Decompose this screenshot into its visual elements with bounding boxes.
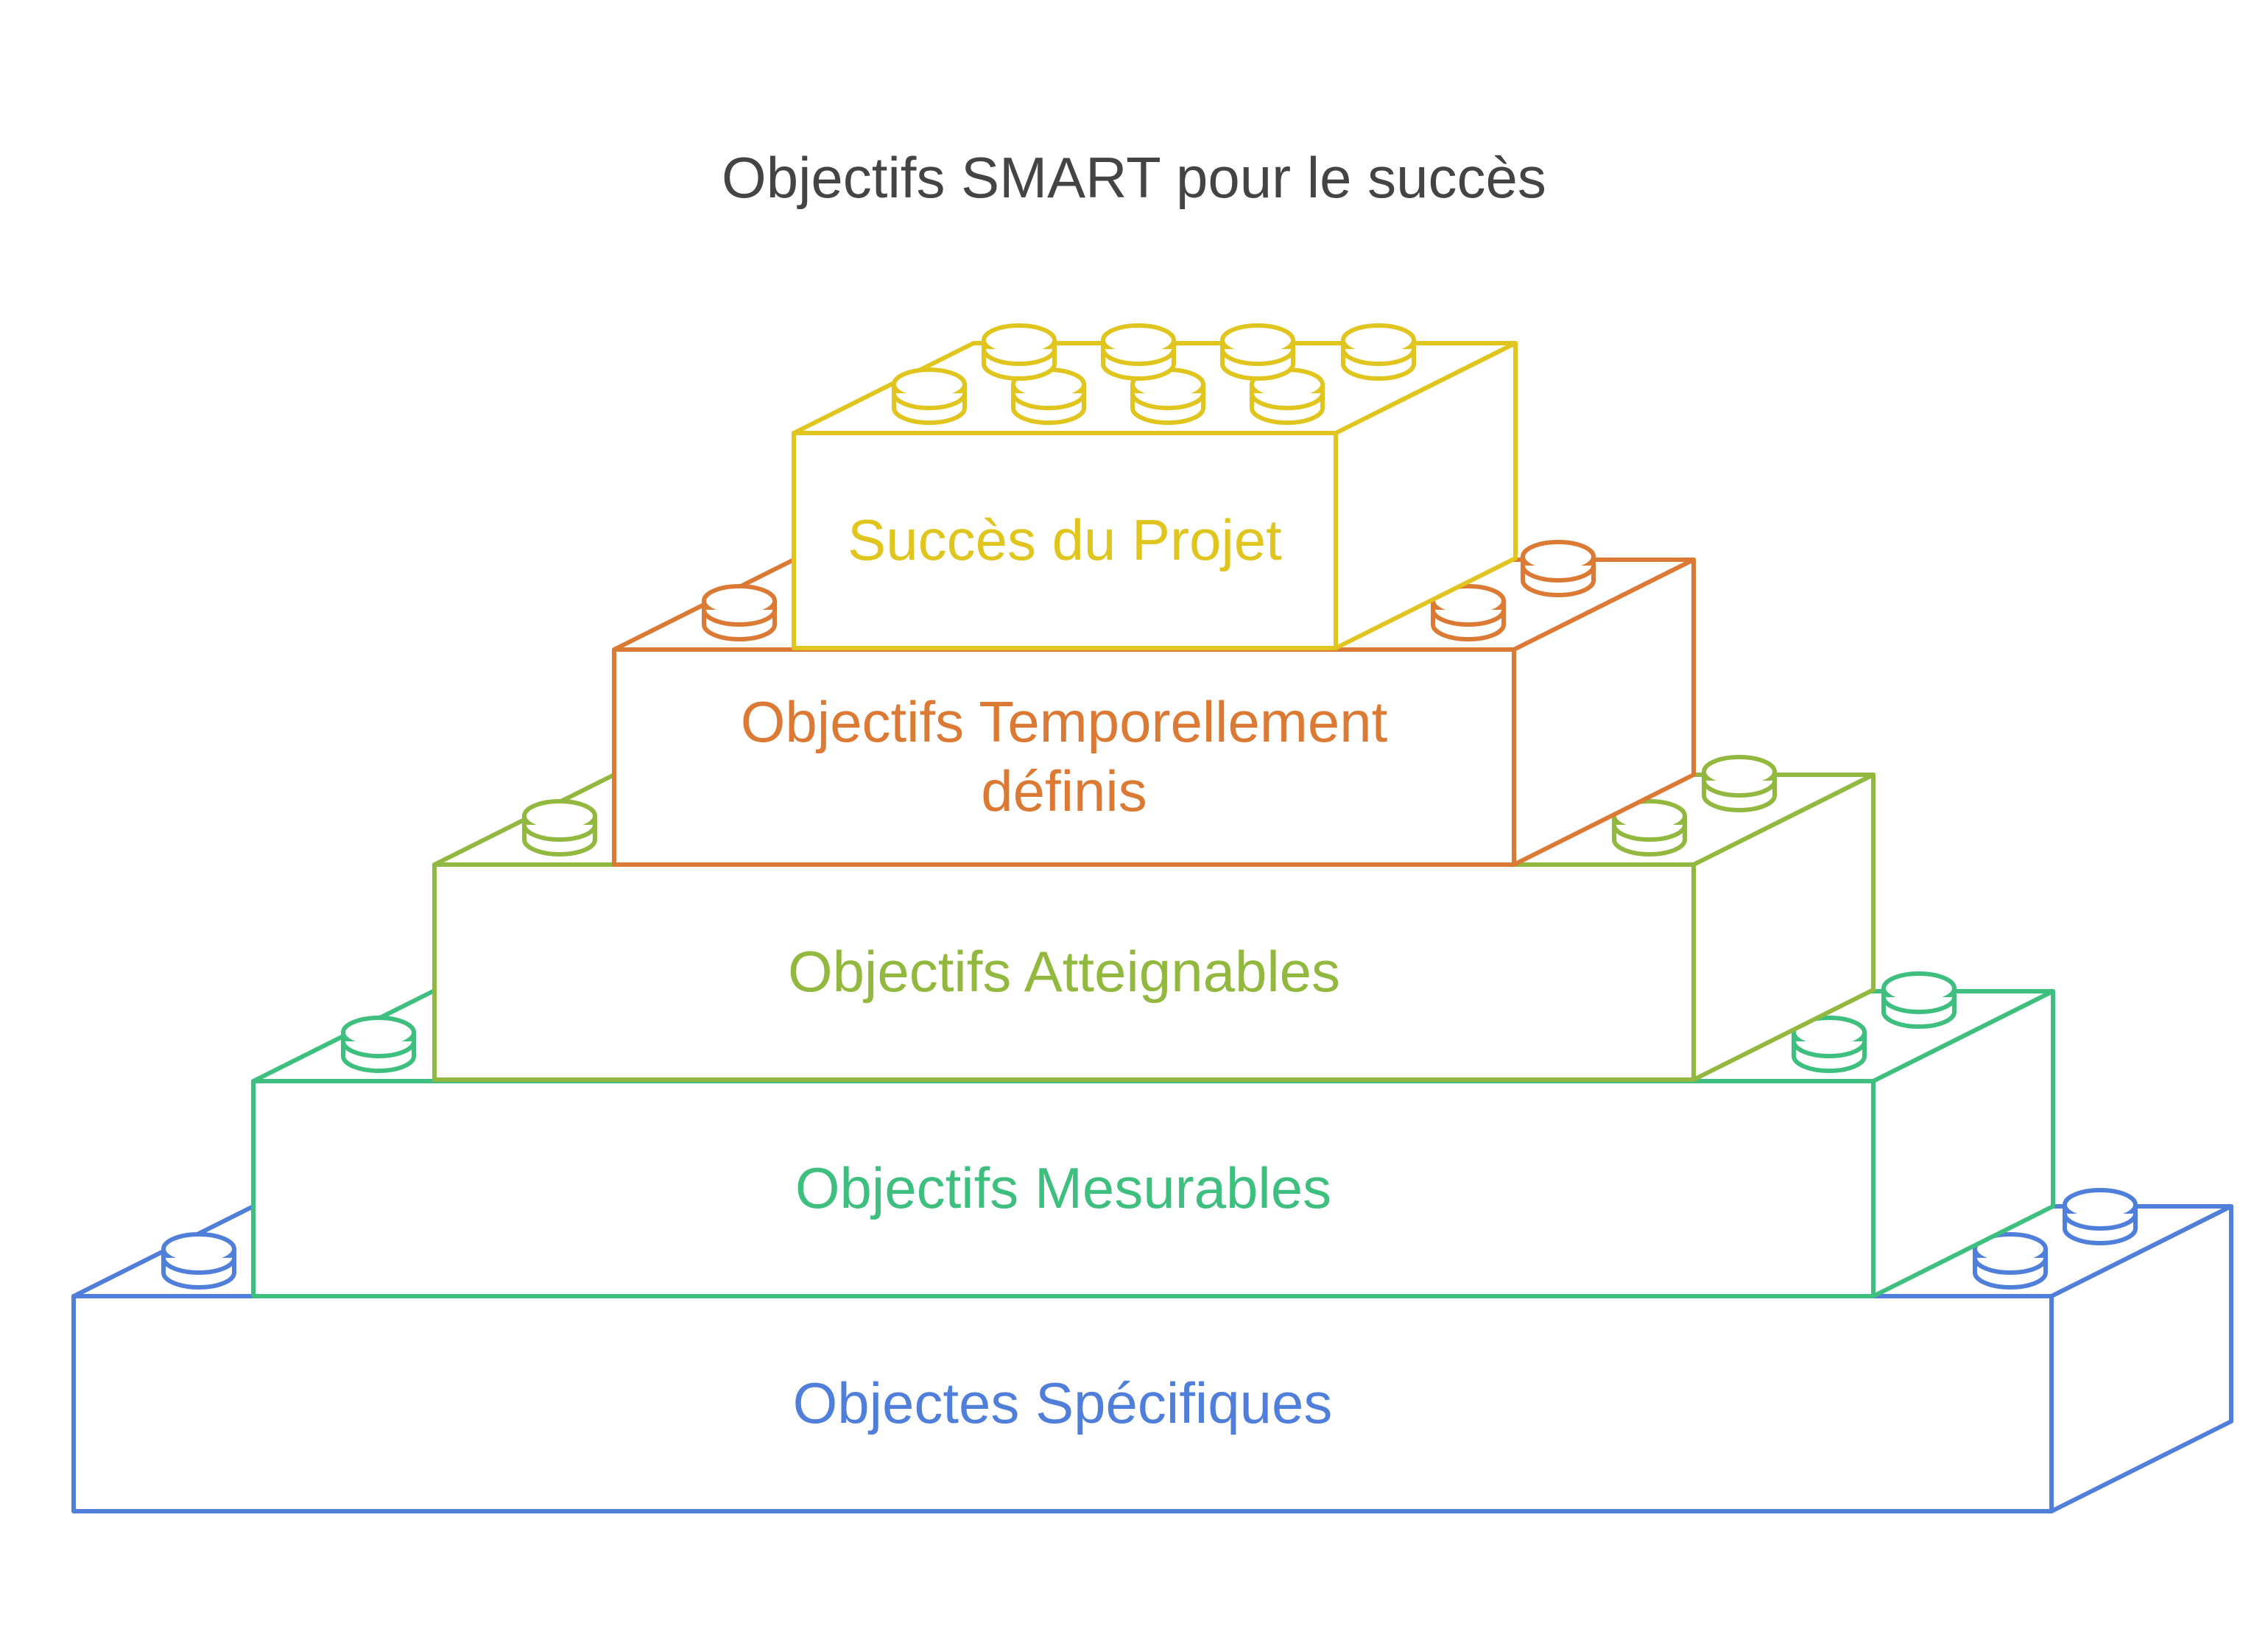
bricks-layer: Objectes Spécifiques Objectifs Mesurables… (71, 323, 2233, 1513)
brick-stud (982, 323, 1057, 381)
brick-label-line: définis (981, 759, 1147, 823)
brick-stud (522, 799, 597, 857)
diagram-title: Objectifs SMART pour le succès (722, 145, 1546, 210)
brick-label-specific: Objectes Spécifiques (793, 1371, 1333, 1435)
brick-front-face (792, 431, 1338, 650)
brick-label-line: Succès du Projet (848, 507, 1282, 572)
brick-label-success: Succès du Projet (848, 507, 1282, 572)
brick-stud (702, 584, 777, 641)
brick-label-line: Objectifs Mesurables (795, 1156, 1331, 1220)
brick-stud (1101, 323, 1176, 381)
brick-stud (341, 1016, 416, 1073)
brick-label-line: Objectes Spécifiques (793, 1371, 1333, 1435)
brick-stud (1220, 323, 1295, 381)
brick-stud (1881, 971, 1957, 1029)
brick-stud (1612, 799, 1687, 857)
brick-stud (1792, 1016, 1867, 1073)
brick-front-face (612, 647, 1516, 867)
brick-stud (1973, 1232, 2048, 1290)
brick-stud (161, 1232, 236, 1290)
brick-stud (1702, 755, 1777, 812)
brick-label-achievable: Objectifs Atteignables (788, 939, 1340, 1004)
brick-stud (2063, 1188, 2138, 1245)
brick-success: Succès du Projet (792, 323, 1518, 650)
brick-stud (1431, 584, 1506, 641)
brick-stud (1521, 540, 1596, 597)
brick-label-measurable: Objectifs Mesurables (795, 1156, 1331, 1220)
brick-stud (1130, 367, 1205, 425)
brick-stud (892, 367, 967, 425)
brick-stud (1341, 323, 1416, 381)
brick-label-line: Objectifs Atteignables (788, 939, 1340, 1004)
brick-label-line: Objectifs Temporellement (741, 689, 1388, 754)
